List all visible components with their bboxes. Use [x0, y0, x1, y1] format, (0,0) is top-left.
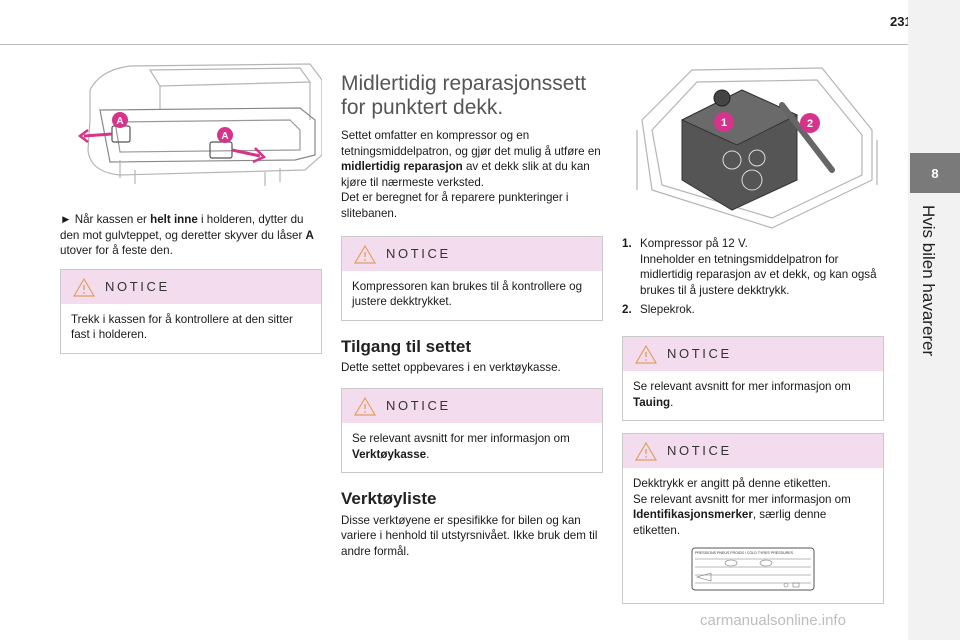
figure-toolbox-lock: A A — [60, 60, 322, 190]
notice-box-tyre-pressure: NOTICE Dekktrykk er angitt på denne etik… — [622, 433, 884, 604]
step-marker: ► — [60, 213, 72, 226]
watermark: carmanualsonline.info — [700, 612, 846, 629]
list-item: 2. Slepekrok. — [622, 302, 884, 318]
callout-1: 1 — [721, 117, 727, 129]
section-heading-tools: Verktøyliste — [341, 489, 437, 509]
notice-text-post: , særlig denne etiketten. — [633, 508, 827, 537]
notice-text-pre: Se relevant avsnitt for mer informasjon … — [352, 431, 570, 445]
column-middle: Midlertidig reparasjonssett for punktert… — [341, 60, 603, 560]
title-line-2: for punktert dekk. — [341, 96, 504, 119]
step-bold-1: helt inne — [150, 213, 198, 226]
section-title-repair-kit: Midlertidig reparasjonssett for punktert… — [341, 72, 603, 120]
warning-triangle-icon — [354, 244, 376, 264]
notice-label: NOTICE — [105, 278, 170, 294]
access-text: Dette settet oppbevares i en verktøykass… — [341, 361, 561, 375]
repair-kit-illustration: 1 2 — [636, 67, 878, 229]
notice-header: NOTICE — [342, 236, 602, 271]
warning-triangle-icon — [635, 441, 657, 461]
list-item-title: Slepekrok. — [640, 303, 695, 317]
column-left: A A ► Når kassen er helt inne i holderen… — [60, 60, 322, 354]
notice-label: NOTICE — [386, 398, 451, 414]
link-towing[interactable]: Tauing — [633, 395, 671, 409]
step-bold-2: A — [305, 228, 314, 242]
notice-header: NOTICE — [61, 269, 321, 304]
step-instruction: ► Når kassen er helt inne i holderen, dy… — [60, 212, 322, 259]
notice-text-pre: Se relevant avsnitt for mer informasjon … — [633, 492, 851, 506]
figure-repair-kit: 1 2 — [622, 60, 884, 230]
notice-box-1: NOTICE Trekk i kassen for å kontrollere … — [60, 268, 322, 354]
kit-intro-2: Det er beregnet for å reparere punkterin… — [341, 191, 569, 220]
chapter-title: Hvis bilen havarerer — [919, 205, 938, 357]
callout-2: 2 — [807, 118, 813, 130]
list-item-detail: Inneholder en tetningsmiddelpatron for m… — [640, 252, 877, 297]
notice-header: NOTICE — [623, 434, 883, 469]
step-text-3: utover for å feste den. — [60, 244, 173, 258]
callout-a-left: A — [116, 116, 123, 127]
intro-bold: midlertidig reparasjon — [341, 160, 463, 174]
notice-label: NOTICE — [386, 245, 451, 261]
toolbox-lock-illustration: A A — [77, 63, 322, 186]
section-heading-access: Tilgang til settet — [341, 336, 472, 356]
notice-line-1: Dekktrykk er angitt på denne etiketten. — [633, 477, 831, 491]
kit-items-list: 1. Kompressor på 12 V. Inneholder en tet… — [622, 236, 884, 318]
list-item: 1. Kompressor på 12 V. Inneholder en tet… — [622, 236, 884, 298]
notice-text-post: . — [426, 447, 430, 461]
notice-text: Kompressoren kan brukes til å kontroller… — [352, 279, 583, 309]
warning-triangle-icon — [73, 277, 95, 297]
step-text-1: Når kassen er — [74, 213, 151, 226]
warning-triangle-icon — [635, 344, 657, 364]
notice-header: NOTICE — [342, 388, 602, 423]
header-rule — [0, 44, 908, 45]
kit-intro: Settet omfatter en kompressor og en tetn… — [341, 128, 603, 190]
chapter-side-tab — [908, 0, 960, 640]
list-number: 2. — [622, 303, 632, 317]
list-item-title: Kompressor på 12 V. — [640, 237, 748, 250]
tyre-pressure-label-image: PRESSIONS PNEUS FROIDS / COLD TYRES PRES… — [691, 547, 815, 591]
notice-text: Dekktrykk er angitt på denne etiketten. … — [623, 468, 883, 602]
chapter-number-box[interactable]: 8 — [910, 153, 960, 193]
list-number: 1. — [622, 237, 632, 250]
page-number: 231 — [890, 14, 912, 29]
warning-triangle-icon — [354, 396, 376, 416]
label-header-text: PRESSIONS PNEUS FROIDS / COLD TYRES PRES… — [695, 551, 794, 555]
notice-box-compressor: NOTICE Kompressoren kan brukes til å kon… — [341, 235, 603, 321]
callout-a-right: A — [221, 131, 228, 142]
intro-text-1: Settet omfatter en kompressor og en tetn… — [341, 129, 601, 158]
notice-box-toolbox: NOTICE Se relevant avsnitt for mer infor… — [341, 387, 603, 474]
link-toolbox[interactable]: Verktøykasse — [352, 447, 427, 461]
notice-label: NOTICE — [667, 346, 732, 362]
notice-text: Se relevant avsnitt for mer informasjon … — [623, 371, 883, 420]
notice-text: Trekk i kassen for å kontrollere at den … — [71, 312, 293, 342]
title-line-1: Midlertidig reparasjonssett — [341, 72, 587, 95]
link-identification-markings[interactable]: Identifikasjonsmerker — [633, 508, 753, 522]
notice-header: NOTICE — [623, 336, 883, 371]
notice-label: NOTICE — [667, 443, 732, 459]
notice-box-towing: NOTICE Se relevant avsnitt for mer infor… — [622, 335, 884, 422]
notice-text: Se relevant avsnitt for mer informasjon … — [342, 423, 602, 472]
tyre-label-illustration: PRESSIONS PNEUS FROIDS / COLD TYRES PRES… — [691, 547, 815, 591]
tools-text: Disse verktøyene er spesifikke for bilen… — [341, 513, 598, 558]
column-right: 1 2 1. Kompressor på 12 V. Inneholder en… — [622, 60, 884, 604]
notice-text-pre: Se relevant avsnitt for mer informasjon … — [633, 379, 851, 393]
notice-text-post: . — [670, 395, 674, 409]
intro-text-2: av et dekk slik at du kan kjøre til nærm… — [341, 160, 590, 189]
step-text-2: i holderen, dytter du den mot gulvteppet… — [60, 213, 306, 242]
